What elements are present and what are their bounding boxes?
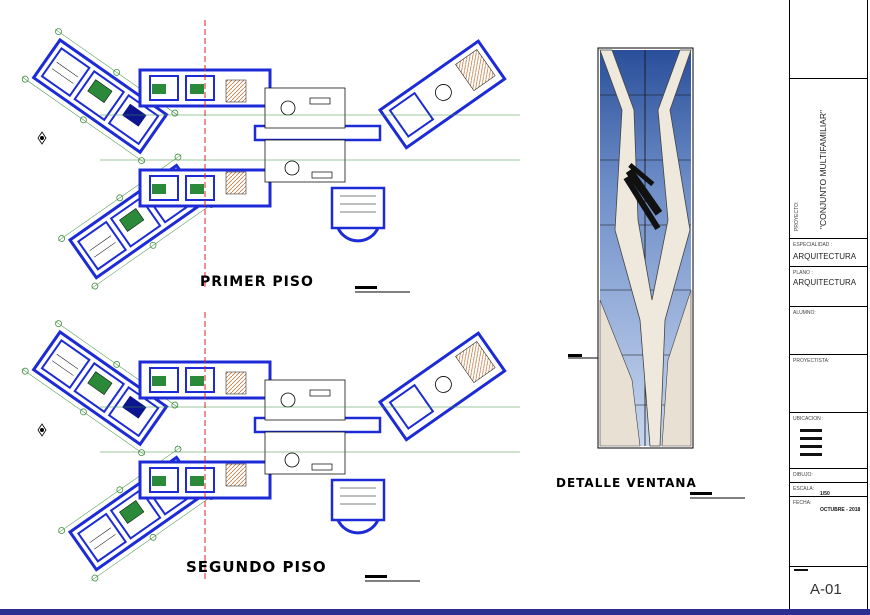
sheet-number-cell: A-01 [790,566,867,610]
location-legend-line [800,453,822,456]
student-label: ALUMNO: [793,310,816,316]
plan-label: PLANO : [793,270,813,276]
project-cell: PROYECTO: "CONJUNTO MULTIFAMILIAR" [790,78,867,239]
specialty-value: ARQUITECTURA [793,252,857,261]
scale-bar-second-floor [365,575,420,582]
location-legend-line [800,445,822,448]
specialty-label: ESPECIALIDAD : [793,242,833,248]
scale-bar-first-floor [355,286,410,293]
location-label: UBICACION : [793,416,824,422]
scale-bar-detail [690,492,745,499]
designer-cell: PROYECTISTA: [790,354,867,413]
window-detail-elevation [568,47,694,449]
designer-label: PROYECTISTA: [793,358,830,364]
scale-label: ESCALA: [793,486,815,492]
drawing-cell: DIBUJO: [790,468,867,483]
first-floor-title: PRIMER PISO [200,274,314,290]
date-cell: FECHA: OCTUBRE - 2018 [790,496,867,515]
location-cell: UBICACION : [790,412,867,469]
sheet-marker [794,569,808,571]
first-floor-plan [20,20,520,291]
project-label: PROYECTO: [794,201,800,231]
date-label: FECHA: [793,500,812,506]
student-cell: ALUMNO: [790,306,867,355]
scale-cell: ESCALA: 1/50 [790,482,867,497]
project-name: "CONJUNTO MULTIFAMILIAR" [818,109,828,229]
sheet-frame-bottom [0,609,870,615]
drawing-label: DIBUJO: [793,472,813,478]
sheet-number: A-01 [810,581,842,598]
plan-value: ARQUITECTURA [793,278,857,287]
plan-cell: PLANO : ARQUITECTURA [790,266,867,307]
title-block: PROYECTO: "CONJUNTO MULTIFAMILIAR" ESPEC… [789,0,868,609]
scale-value: 1/50 [820,491,830,497]
location-legend-line [800,429,822,432]
second-floor-plan [20,312,520,583]
location-legend-line [800,437,822,440]
window-detail-title: DETALLE VENTANA [556,476,697,490]
second-floor-title: SEGUNDO PISO [186,558,327,576]
specialty-cell: ESPECIALIDAD : ARQUITECTURA [790,238,867,267]
date-value: OCTUBRE - 2018 [820,507,861,513]
